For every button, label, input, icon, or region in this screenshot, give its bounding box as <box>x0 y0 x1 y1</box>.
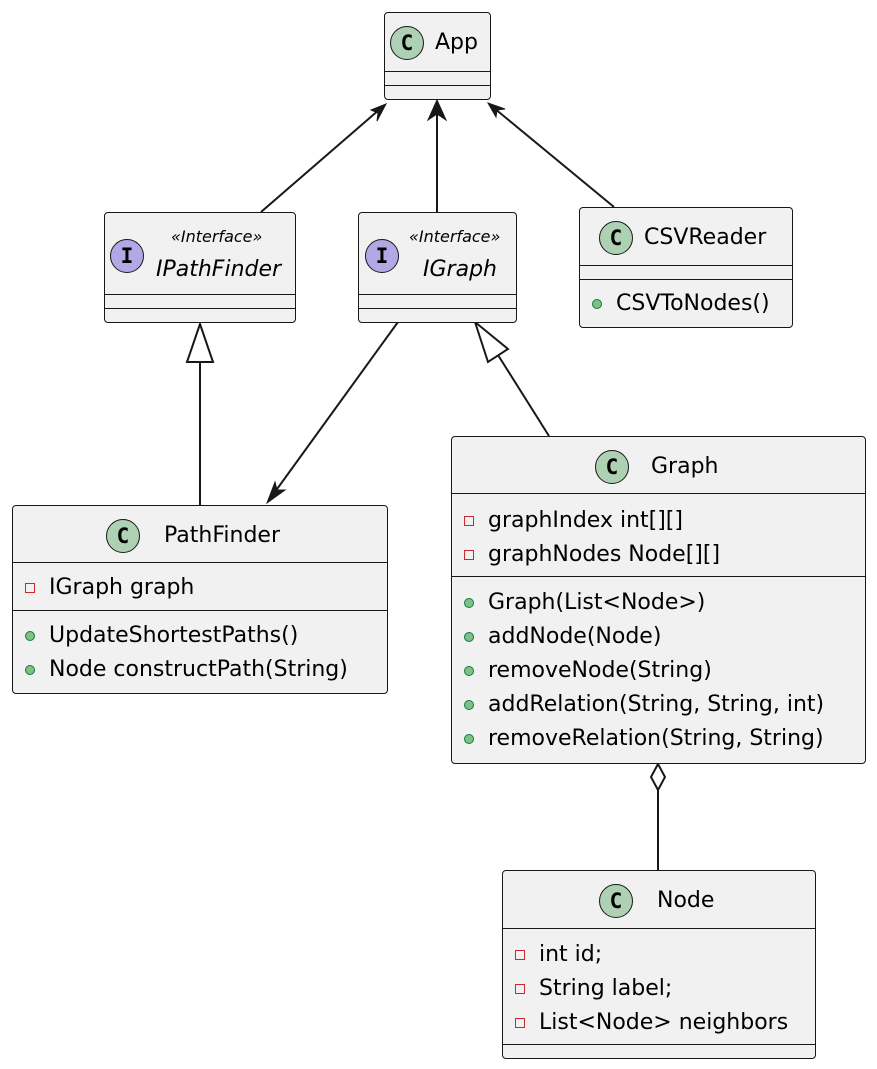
edge-pathfinder-ipathfinder <box>185 320 215 505</box>
divider <box>105 308 295 309</box>
method-row: addRelation(String, String, int) <box>452 690 865 720</box>
private-visibility-icon <box>515 984 525 994</box>
class-header: I «Interface» IPathFinder <box>105 213 295 295</box>
method-row: UpdateShortestPaths() <box>13 621 387 651</box>
public-visibility-icon <box>25 665 35 675</box>
divider <box>503 1044 815 1045</box>
method-text: Graph(List<Node>) <box>488 590 706 615</box>
class-header: C Node <box>503 871 815 928</box>
edge-igraph-pathfinder <box>265 321 399 505</box>
field-row: IGraph graph <box>13 573 387 603</box>
divider <box>385 85 490 86</box>
private-visibility-icon <box>25 583 35 593</box>
public-visibility-icon <box>592 299 602 309</box>
divider <box>580 265 792 266</box>
private-visibility-icon <box>464 516 474 526</box>
class-name: PathFinder <box>164 523 280 548</box>
divider <box>105 294 295 295</box>
stereotype-label: «Interface» <box>409 227 501 246</box>
private-visibility-icon <box>515 1018 525 1028</box>
method-text: removeRelation(String, String) <box>488 726 824 751</box>
class-node: C Node int id; String label; List<Node> … <box>502 870 816 1059</box>
method-row: Graph(List<Node>) <box>452 588 865 618</box>
class-spot-icon: C <box>595 450 629 484</box>
edge-csvreader-app <box>486 102 615 208</box>
class-header: C CSVReader <box>580 208 792 265</box>
public-visibility-icon <box>464 666 474 676</box>
private-visibility-icon <box>464 550 474 560</box>
field-text: int id; <box>539 942 603 967</box>
class-spot-icon: C <box>599 221 633 255</box>
public-visibility-icon <box>25 631 35 641</box>
edge-node-graph <box>649 761 667 870</box>
class-header: C App <box>385 13 490 71</box>
class-spot-icon: C <box>599 884 633 918</box>
class-app: C App <box>384 12 491 100</box>
class-graph: C Graph graphIndex int[][] graphNodes No… <box>451 436 866 764</box>
interface-ipathfinder: I «Interface» IPathFinder <box>104 212 296 323</box>
class-header: C Graph <box>452 437 865 494</box>
private-visibility-icon <box>515 950 525 960</box>
divider <box>13 610 387 611</box>
divider <box>452 576 865 577</box>
divider <box>385 71 490 72</box>
edge-ipathfinder-app <box>260 103 388 213</box>
class-name: CSVReader <box>644 225 767 250</box>
method-row: removeNode(String) <box>452 656 865 686</box>
edge-graph-igraph <box>472 319 550 437</box>
class-spot-icon: C <box>390 26 424 60</box>
method-text: UpdateShortestPaths() <box>49 623 299 648</box>
interface-spot-icon: I <box>110 239 144 273</box>
method-row: addNode(Node) <box>452 622 865 652</box>
edge-igraph-app <box>426 98 448 212</box>
public-visibility-icon <box>464 632 474 642</box>
field-row: int id; <box>503 940 815 970</box>
class-spot-icon: C <box>106 519 140 553</box>
divider <box>452 493 865 494</box>
method-text: removeNode(String) <box>488 658 712 683</box>
method-text: CSVToNodes() <box>616 291 770 316</box>
field-row: String label; <box>503 974 815 1004</box>
interface-name: IGraph <box>423 257 497 282</box>
class-csvreader: C CSVReader CSVToNodes() <box>579 207 793 328</box>
class-pathfinder: C PathFinder IGraph graph UpdateShortest… <box>12 505 388 694</box>
method-row: Node constructPath(String) <box>13 655 387 685</box>
divider <box>580 279 792 280</box>
class-name: App <box>435 30 478 55</box>
public-visibility-icon <box>464 734 474 744</box>
field-row: graphIndex int[][] <box>452 506 865 536</box>
field-text: graphNodes Node[][] <box>488 542 721 567</box>
field-text: IGraph graph <box>49 575 195 600</box>
divider <box>13 562 387 563</box>
stereotype-label: «Interface» <box>171 227 263 246</box>
method-text: Node constructPath(String) <box>49 657 348 682</box>
field-text: String label; <box>539 976 673 1001</box>
public-visibility-icon <box>464 598 474 608</box>
field-row: graphNodes Node[][] <box>452 540 865 570</box>
field-text: graphIndex int[][] <box>488 508 683 533</box>
method-row: removeRelation(String, String) <box>452 724 865 754</box>
method-text: addNode(Node) <box>488 624 662 649</box>
field-row: List<Node> neighbors <box>503 1008 815 1038</box>
divider <box>359 308 516 309</box>
interface-spot-icon: I <box>365 239 399 273</box>
class-header: I «Interface» IGraph <box>359 213 516 295</box>
interface-igraph: I «Interface» IGraph <box>358 212 517 323</box>
method-row: CSVToNodes() <box>580 289 792 319</box>
divider <box>503 928 815 929</box>
field-text: List<Node> neighbors <box>539 1010 789 1035</box>
class-header: C PathFinder <box>13 506 387 563</box>
class-name: Node <box>657 888 715 913</box>
class-name: Graph <box>651 454 719 479</box>
method-text: addRelation(String, String, int) <box>488 692 825 717</box>
interface-name: IPathFinder <box>156 257 282 282</box>
divider <box>359 294 516 295</box>
public-visibility-icon <box>464 700 474 710</box>
